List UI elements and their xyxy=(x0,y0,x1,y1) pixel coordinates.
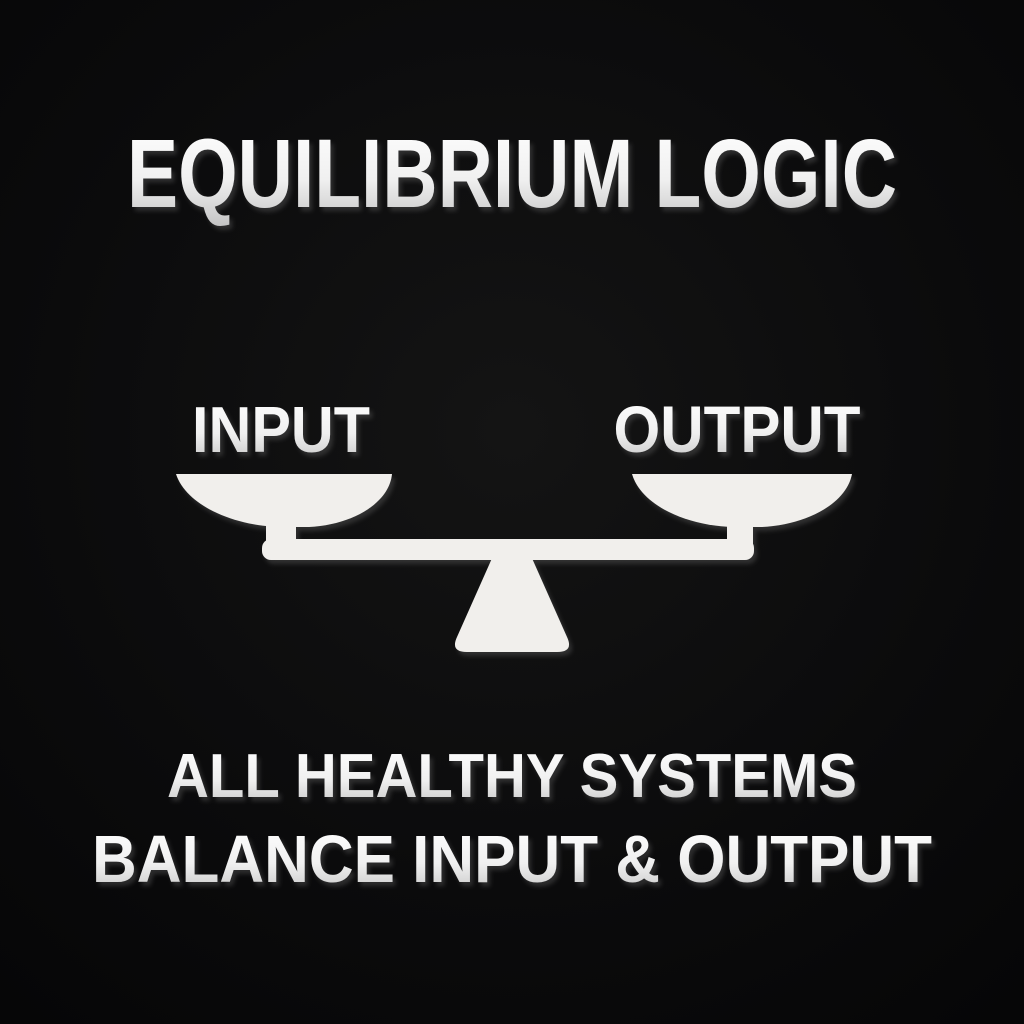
beam xyxy=(262,539,754,560)
output-label: OUTPUT xyxy=(614,392,861,466)
caption-line-1: ALL HEALTHY SYSTEMS xyxy=(167,742,857,811)
right-stem xyxy=(727,500,753,548)
page-title: EQUILIBRIUM LOGIC xyxy=(127,119,897,228)
input-label: INPUT xyxy=(192,393,370,466)
balance-scale-icon xyxy=(176,474,852,652)
caption-line-2: BALANCE INPUT & OUTPUT xyxy=(92,822,932,897)
fulcrum-triangle xyxy=(454,556,570,652)
left-stem xyxy=(266,500,296,548)
